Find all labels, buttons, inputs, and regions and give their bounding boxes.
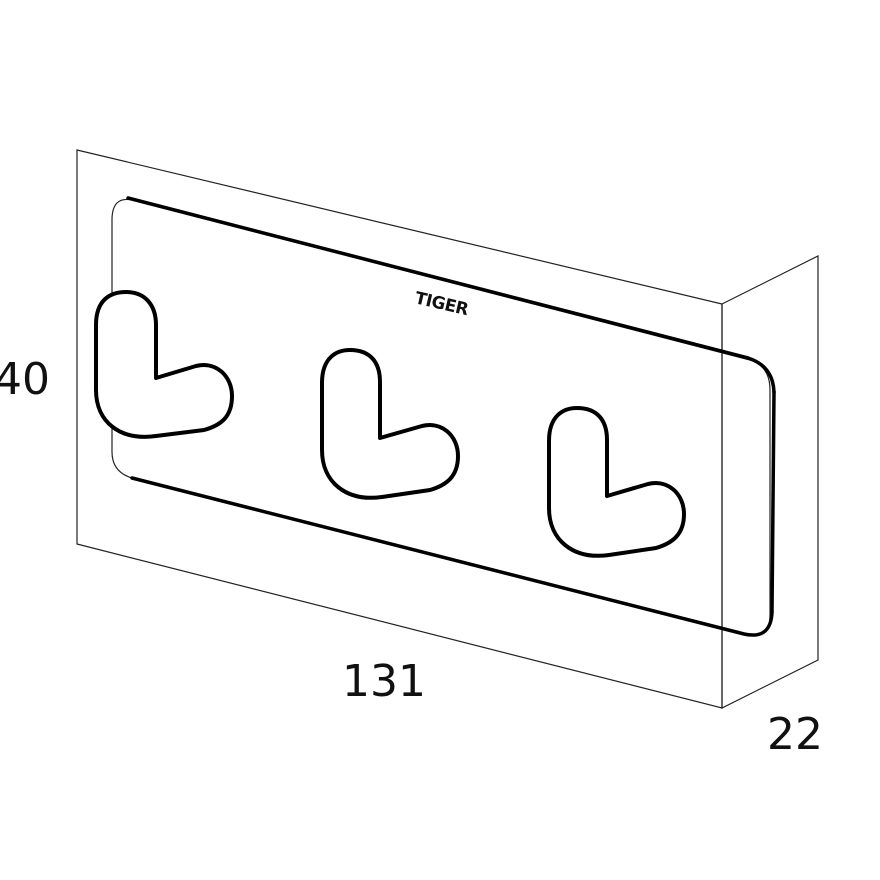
width-dimension-label: 131: [342, 656, 426, 707]
height-dimension-label: 40: [0, 354, 50, 405]
brand-logo: TIGER: [413, 288, 471, 320]
hook-right: [547, 406, 686, 558]
plate-top-edge: [126, 196, 776, 394]
hook-middle: [320, 348, 460, 500]
hook-left: [94, 290, 234, 439]
bounding-box-side-face: [721, 255, 819, 709]
depth-dimension-label: 22: [767, 709, 823, 760]
brand-logo-text: TIGER: [413, 288, 471, 320]
plate-bottom-edge: [130, 476, 774, 637]
plate-right-edge: [770, 390, 776, 614]
